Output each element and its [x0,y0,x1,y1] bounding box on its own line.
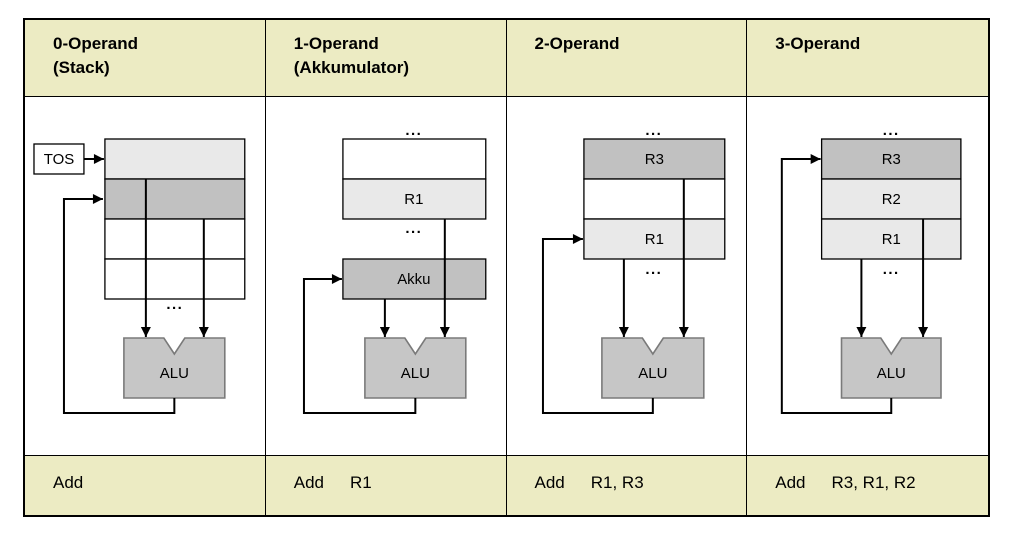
header-0-operand: 0-Operand (Stack) [25,20,266,97]
alu-label: ALU [638,365,667,382]
instruction-mnemonic: Add [775,473,806,492]
register-label-r1: R1 [404,191,423,208]
alu-box [840,337,943,399]
alu-label: ALU [877,365,906,382]
header-title: 0-Operand [53,34,139,53]
alu-box [123,337,226,399]
two-operand-architecture-svg: ... R3 R1 ... ALU [541,122,725,414]
register-label-r3: R3 [644,151,663,168]
instruction-0-operand: Add [25,455,266,515]
diagram-stack-architecture: TOS ... ALU [25,97,266,455]
register-cell-top [342,138,487,180]
register-cell-r1 [342,178,487,220]
stack-cell-second [104,178,246,220]
register-cell-r3 [582,138,725,180]
stack-architecture-svg: TOS ... ALU [33,138,246,414]
diagram-2-operand-architecture: ... R3 R1 ... ALU [506,97,748,455]
diagram-3-operand-architecture: ... R3 R2 R1 ... ALU [747,97,988,455]
alu-box [600,337,705,399]
register-cell-r1 [821,218,962,260]
header-title: 2-Operand [534,34,620,53]
ellipsis-top: ... [883,122,900,139]
instruction-mnemonic: Add [53,473,84,492]
register-label-r3: R3 [882,151,901,168]
register-cell-r1 [582,218,725,260]
stack-cell-third [104,218,246,260]
alu-label: ALU [401,365,430,382]
stack-cell-fourth [104,258,246,300]
header-subtitle: (Stack) [53,57,110,77]
tos-label: TOS [44,151,75,168]
instruction-operands: R1, R3 [590,473,644,492]
header-subtitle: (Akkumulator) [293,57,409,77]
instruction-1-operand: Add R1 [265,455,507,515]
instruction-2-operand: Add R1, R3 [506,455,748,515]
ellipsis-bottom: ... [166,296,183,313]
result-feedback-wire [62,194,176,414]
header-title: 1-Operand [293,34,379,53]
tos-box [33,143,85,175]
instruction-3-operand: Add R3, R1, R2 [747,455,988,515]
register-cell-r3 [821,138,962,180]
instruction-mnemonic: Add [534,473,565,492]
stack-cell-top [104,138,246,180]
header-1-operand: 1-Operand (Akkumulator) [265,20,507,97]
diagram-akkumulator-architecture: ... R1 ... Akku ALU [265,97,507,455]
alu-label: ALU [160,365,189,382]
result-feedback-wire [302,274,417,414]
akku-label: Akku [397,271,430,288]
instruction-operands: R3, R1, R2 [831,473,916,492]
header-3-operand: 3-Operand [747,20,988,97]
header-2-operand: 2-Operand [506,20,748,97]
ellipsis-bottom: ... [883,261,900,278]
register-cell-middle [582,178,725,220]
ellipsis-bottom: ... [645,261,662,278]
ellipsis-bottom: ... [405,220,422,237]
ellipsis-top: ... [645,122,662,139]
register-cell-r2 [821,178,962,220]
result-feedback-wire [541,234,654,414]
register-label-r2: R2 [882,191,901,208]
ellipsis-top: ... [405,122,422,139]
instruction-mnemonic: Add [293,473,324,492]
instruction-operands: R1 [350,473,372,492]
register-label-r1: R1 [644,231,663,248]
header-title: 3-Operand [775,34,861,53]
result-feedback-wire [781,154,893,414]
akkumulator-architecture-svg: ... R1 ... Akku ALU [302,122,487,414]
alu-box [363,337,467,399]
operand-architectures-table: 0-Operand (Stack) 1-Operand (Akkumulator… [23,18,990,517]
akku-box [342,258,487,300]
three-operand-architecture-svg: ... R3 R2 R1 ... ALU [781,122,962,414]
register-label-r1: R1 [882,231,901,248]
